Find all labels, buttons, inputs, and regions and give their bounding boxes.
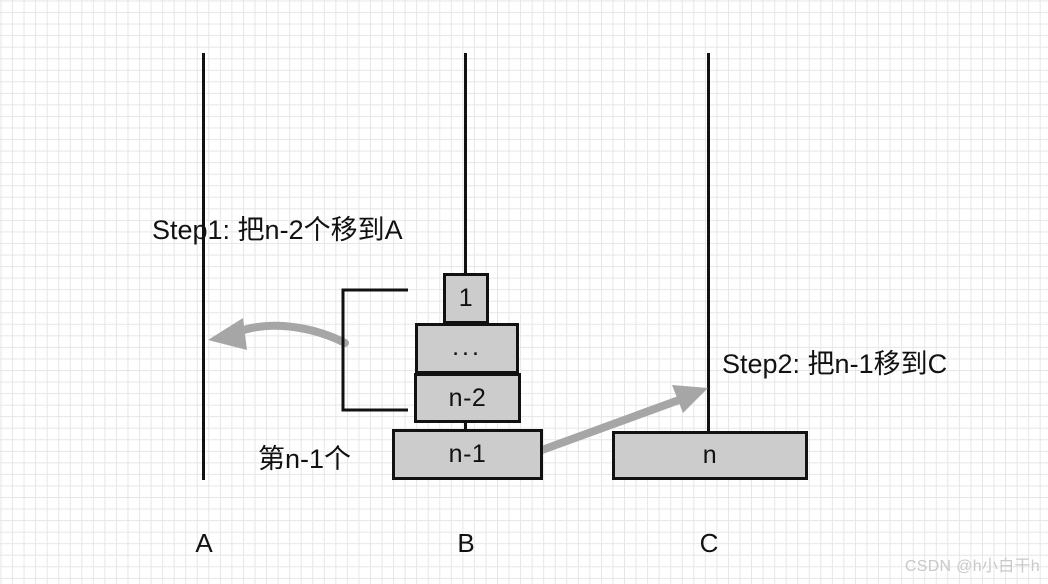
pole-label-c: C bbox=[699, 528, 719, 558]
group-bracket bbox=[341, 288, 408, 412]
pole-label-a: A bbox=[195, 528, 213, 558]
caption-nth-minus-one: 第n-1个 bbox=[258, 444, 352, 474]
block-disk-1: 1 bbox=[443, 273, 489, 324]
block-disk-n-1: n-1 bbox=[392, 429, 543, 480]
arrow-b-to-a bbox=[208, 318, 349, 350]
block-disk-n: n bbox=[612, 431, 808, 480]
pole-c bbox=[707, 53, 710, 480]
block-disk-dots: ... bbox=[415, 323, 519, 374]
caption-step2: Step2: 把n-1移到C bbox=[722, 349, 948, 379]
pole-a bbox=[202, 53, 205, 480]
caption-step1: Step1: 把n-2个移到A bbox=[152, 215, 403, 245]
watermark: CSDN @h小白干h bbox=[904, 558, 1040, 575]
pole-b bbox=[464, 53, 467, 480]
block-disk-n-2: n-2 bbox=[414, 373, 521, 423]
pole-label-b: B bbox=[457, 528, 475, 558]
